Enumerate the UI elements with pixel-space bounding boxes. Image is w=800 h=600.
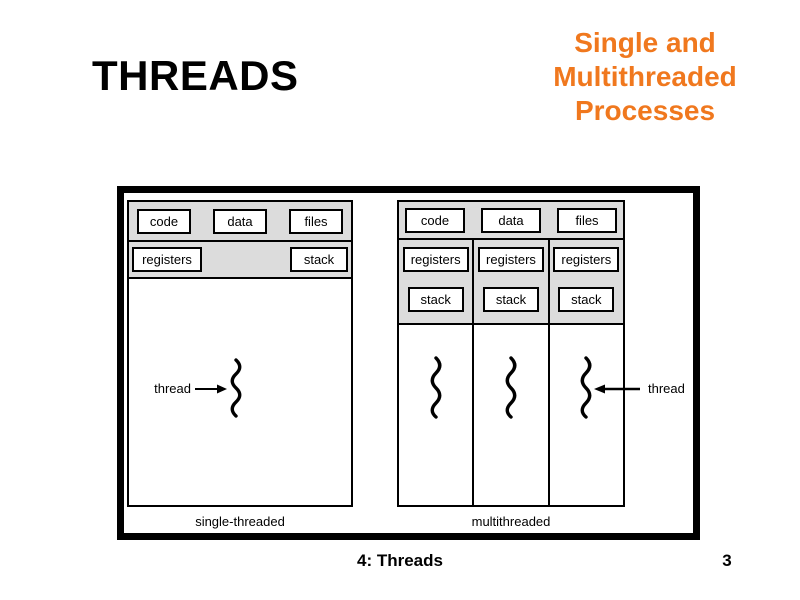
thread-column-1: registers stack	[399, 240, 473, 505]
registers-box: registers	[132, 247, 202, 272]
panel-caption-single: single-threaded	[195, 514, 285, 529]
thread-column-3: registers stack	[547, 240, 623, 505]
registers-stack-band: registers stack	[399, 240, 473, 325]
multithreaded-panel: code data files registers stack registe	[397, 200, 625, 507]
resource-box-data: data	[213, 208, 267, 234]
stack-box: stack	[407, 287, 464, 312]
thread-squiggle-icon	[227, 357, 245, 426]
resource-box-files: files	[289, 208, 343, 234]
arrow-right-icon	[195, 382, 227, 400]
resource-band: code data files	[129, 202, 351, 242]
thread-squiggle-icon	[505, 356, 517, 419]
resource-box-code: code	[405, 207, 465, 233]
page-title: THREADS	[92, 52, 299, 99]
subtitle-line-1: Single and	[574, 27, 716, 58]
thread-squiggle-icon	[580, 356, 592, 419]
registers-box: registers	[553, 247, 620, 272]
resource-band: code data files	[399, 202, 623, 240]
registers-box: registers	[402, 247, 469, 272]
stack-box: stack	[482, 287, 539, 312]
thread-label: thread	[648, 381, 685, 396]
arrow-left-icon	[594, 382, 640, 400]
subtitle: Single and Multithreaded Processes	[505, 26, 785, 128]
thread-column-2: registers stack	[472, 240, 548, 505]
stack-box: stack	[290, 247, 348, 272]
page-number: 3	[722, 551, 732, 570]
process-diagram: code data files registers stack thread	[117, 186, 700, 540]
subtitle-line-2: Multithreaded	[553, 61, 737, 92]
registers-stack-band: registers stack	[474, 240, 548, 325]
registers-stack-band: registers stack	[549, 240, 623, 325]
registers-stack-band: registers stack	[129, 242, 351, 279]
thread-squiggle-icon	[430, 356, 442, 419]
footer-title: 4: Threads	[357, 551, 443, 570]
panel-caption-multi: multithreaded	[471, 514, 551, 529]
subtitle-line-3: Processes	[574, 95, 716, 126]
thread-label: thread	[154, 381, 191, 396]
single-threaded-panel: code data files registers stack thread	[127, 200, 353, 507]
resource-box-code: code	[137, 208, 191, 234]
resource-box-data: data	[481, 207, 541, 233]
registers-box: registers	[477, 247, 544, 272]
resource-box-files: files	[557, 207, 617, 233]
stack-box: stack	[558, 287, 615, 312]
